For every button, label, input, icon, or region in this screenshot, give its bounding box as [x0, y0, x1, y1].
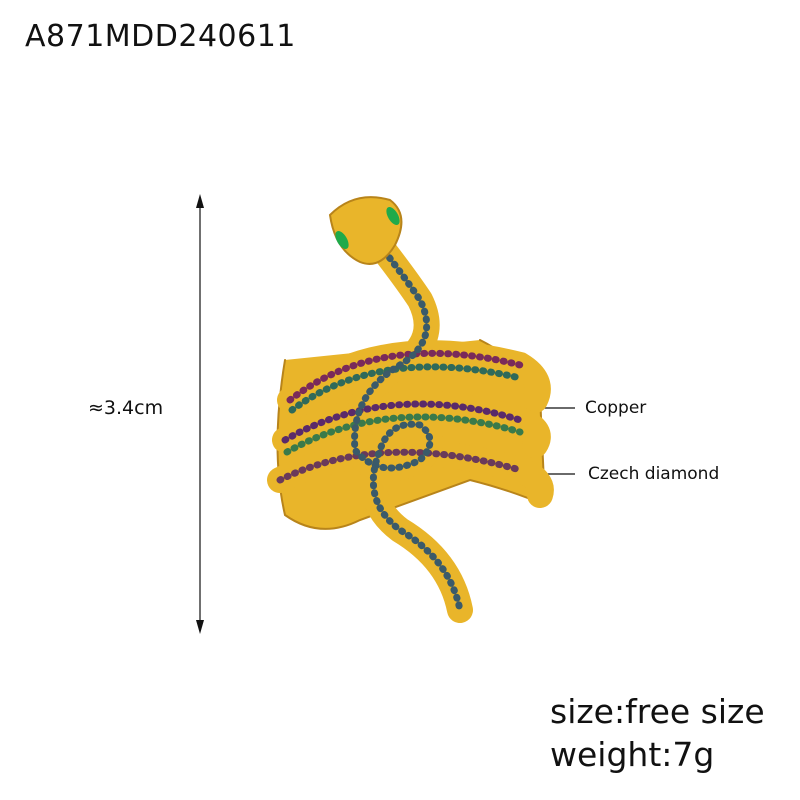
dimension-label: ≈3.4cm	[88, 397, 164, 419]
weight-label: weight:7g	[550, 735, 715, 774]
material-label-copper: Copper	[585, 398, 647, 418]
size-label: size:free size	[550, 692, 765, 731]
product-sku: A871MDD240611	[25, 19, 296, 54]
snake-ring-image	[267, 196, 554, 623]
material-label-czech-diamond: Czech diamond	[588, 464, 720, 484]
double-arrow-vertical-icon	[196, 194, 204, 634]
